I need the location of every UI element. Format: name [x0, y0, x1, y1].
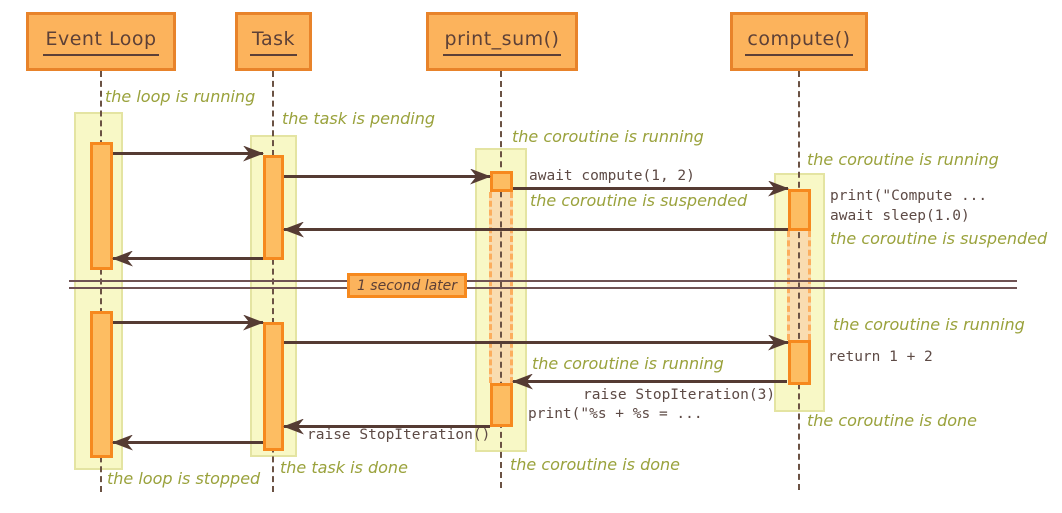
message-arrow-loop-to-task-2 — [113, 314, 264, 331]
message-arrow-compute-to-printsum — [512, 373, 787, 390]
participant-event-loop: Event Loop — [26, 12, 176, 71]
divider-label: 1 second later — [347, 273, 467, 298]
participant-label: compute() — [745, 28, 853, 56]
activation-event-loop-1 — [90, 142, 113, 270]
state-label-printsum-suspended: the coroutine is suspended — [530, 191, 748, 210]
divider-line-bottom — [69, 287, 1017, 289]
participant-print-sum: print_sum() — [426, 12, 578, 71]
participant-compute: compute() — [730, 12, 868, 71]
participant-task: Task — [235, 12, 312, 71]
message-label-await-compute: await compute(1, 2) — [529, 168, 695, 184]
participant-label: Event Loop — [43, 28, 159, 56]
state-label-compute-done: the coroutine is done — [807, 411, 978, 430]
activation-task-2 — [263, 322, 284, 451]
state-label-loop-running: the loop is running — [105, 87, 256, 106]
message-arrow-task-to-compute — [284, 334, 789, 351]
state-label-printsum-running-2: the coroutine is running — [532, 354, 724, 373]
message-arrow-compute-to-task — [283, 221, 788, 238]
state-label-printsum-done: the coroutine is done — [510, 455, 681, 474]
message-label-stopiteration: raise StopIteration() — [307, 427, 491, 443]
activation-compute-running-1 — [788, 189, 811, 231]
message-arrow-printsum-to-compute — [513, 180, 789, 197]
message-arrow-task-to-loop-2 — [112, 434, 263, 451]
code-note-return: return 1 + 2 — [828, 349, 933, 365]
state-label-compute-suspended: the coroutine is suspended — [830, 229, 1048, 248]
activation-print-sum-running-1 — [490, 171, 513, 192]
participant-label: print_sum() — [442, 28, 562, 56]
activation-print-sum-running-2 — [490, 383, 513, 427]
divider-line-top — [69, 280, 1017, 282]
state-label-compute-running-1: the coroutine is running — [807, 150, 999, 169]
activation-compute-running-2 — [788, 340, 811, 385]
activation-task-1 — [263, 155, 284, 260]
state-label-compute-running-2: the coroutine is running — [833, 315, 1025, 334]
message-arrow-task-to-printsum — [284, 168, 491, 185]
state-label-printsum-running-1: the coroutine is running — [512, 127, 704, 146]
code-note-print-compute: print("Compute ... — [830, 188, 988, 204]
lifeline-print-sum — [500, 71, 502, 488]
code-note-await-sleep: await sleep(1.0) — [830, 208, 970, 224]
code-note-print-result: print("%s + %s = ... — [528, 406, 703, 422]
state-label-loop-stopped: the loop is stopped — [107, 469, 261, 488]
activation-event-loop-2 — [90, 311, 113, 458]
message-arrow-loop-to-task-1 — [113, 145, 264, 162]
state-label-task-pending: the task is pending — [282, 109, 436, 128]
participant-label: Task — [249, 28, 297, 56]
state-label-task-done: the task is done — [280, 458, 408, 477]
message-arrow-task-to-loop-1 — [112, 250, 263, 267]
message-label-stopiteration-3: raise StopIteration(3) — [583, 387, 776, 403]
